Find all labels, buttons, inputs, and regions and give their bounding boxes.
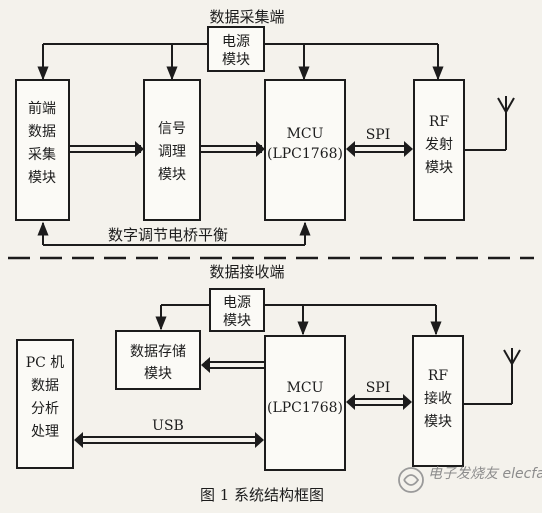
pc-analysis-module: PC 机 数据 分析 处理	[16, 339, 74, 469]
bottom-spi-arrow	[346, 394, 412, 410]
frontend-line3: 采集	[28, 146, 56, 163]
bottom-mcu-line1: MCU	[287, 380, 324, 396]
storage-line2: 模块	[144, 366, 172, 382]
rf-tx-line2: 发射	[425, 137, 453, 153]
top-spi-label: SPI	[366, 127, 391, 143]
signal-line1: 信号	[158, 121, 186, 137]
rf-rx-line1: RF	[428, 368, 449, 384]
pc-line3: 分析	[31, 401, 59, 417]
bottom-power-line2: 模块	[223, 313, 251, 329]
top-power-module: 电源 模块	[207, 26, 265, 72]
top-mcu-module: MCU (LPC1768)	[264, 79, 346, 221]
watermark-logo: 电子发烧友 elecfans.com	[398, 466, 542, 493]
top-power-line2: 模块	[222, 52, 250, 68]
rf-transmit-module: RF 发射 模块	[413, 79, 465, 221]
frontend-line4: 模块	[28, 170, 56, 186]
frontend-line2: 数据	[28, 124, 56, 140]
usb-label: USB	[152, 418, 184, 434]
rf-tx-line3: 模块	[425, 160, 453, 176]
top-data-arrows	[70, 141, 265, 157]
bottom-spi-label: SPI	[366, 380, 391, 396]
receiving-title: 数据接收端	[209, 263, 284, 281]
acquisition-title: 数据采集端	[209, 8, 284, 26]
rf-rx-line3: 模块	[424, 414, 452, 430]
rf-rx-line2: 接收	[424, 390, 452, 407]
top-power-lines	[37, 43, 444, 81]
bridge-balance-label: 数字调节电桥平衡	[108, 226, 228, 244]
watermark-text: 电子发烧友 elecfans.com	[428, 466, 542, 482]
bottom-power-module: 电源 模块	[209, 288, 265, 332]
bottom-mcu-module: MCU (LPC1768)	[264, 335, 346, 471]
pc-line1: PC 机	[26, 355, 65, 371]
figure-caption: 图 1 系统结构框图	[200, 486, 324, 504]
top-power-line1: 电源	[222, 34, 250, 50]
top-mcu-line1: MCU	[287, 126, 324, 142]
frontend-acquisition-module: 前端 数据 采集 模块	[15, 79, 70, 221]
bottom-mcu-line2: (LPC1768)	[267, 400, 343, 416]
bottom-power-line1: 电源	[223, 295, 251, 311]
bridge-balance-line	[37, 221, 311, 246]
data-storage-module: 数据存储 模块	[115, 330, 201, 390]
usb-arrow	[74, 432, 264, 448]
signal-conditioning-module: 信号 调理 模块	[143, 79, 201, 221]
bottom-power-lines	[155, 304, 442, 336]
top-spi-arrow	[346, 141, 413, 157]
rf-tx-line1: RF	[429, 114, 450, 130]
frontend-line1: 前端	[28, 100, 56, 117]
bottom-antenna-icon	[463, 348, 521, 405]
rf-receive-module: RF 接收 模块	[412, 335, 464, 467]
top-antenna-icon	[464, 96, 515, 151]
storage-line1: 数据存储	[130, 344, 186, 360]
pc-line2: 数据	[31, 378, 59, 394]
storage-arrow	[201, 357, 265, 373]
top-mcu-line2: (LPC1768)	[267, 146, 343, 162]
pc-line4: 处理	[31, 424, 59, 440]
signal-line2: 调理	[158, 144, 186, 160]
signal-line3: 模块	[158, 167, 186, 183]
